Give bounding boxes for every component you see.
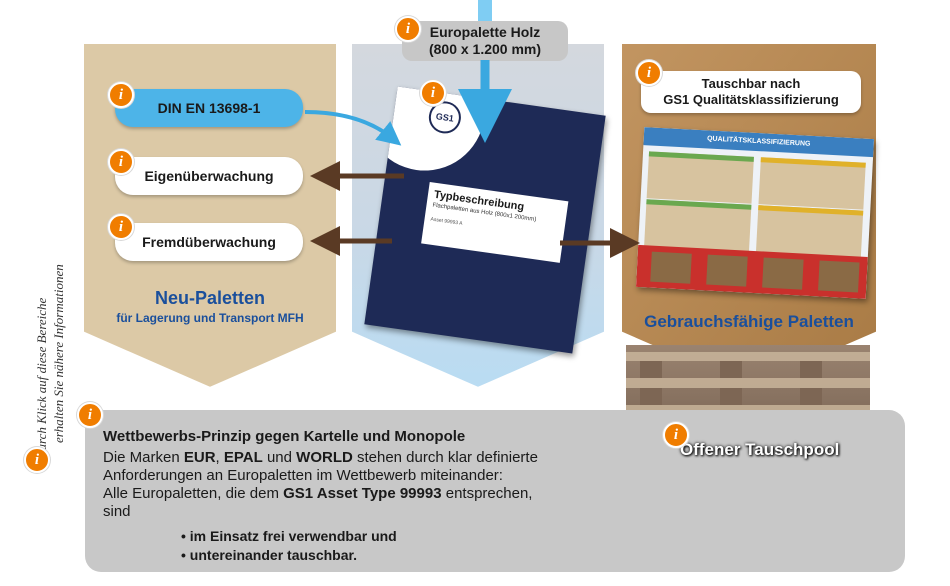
offener-tauschpool-label[interactable]: Offener Tauschpool	[680, 440, 840, 459]
tauschbar-line2: GS1 Qualitätsklassifizierung	[663, 92, 839, 107]
wettbewerb-bullets: • im Einsatz frei verwendbar und • unter…	[103, 527, 623, 565]
legend-info-icon: i	[24, 447, 50, 473]
neu-paletten-heading: Neu-Paletten	[154, 288, 266, 308]
top-label-line1: Europalette Holz	[429, 24, 541, 40]
p1-und: und	[262, 449, 297, 466]
wettbewerb-text-block: Wettbewerbs-Prinzip gegen Kartelle und M…	[103, 428, 623, 565]
neu-paletten-subtitle: für Lagerung und Transport MFH	[116, 311, 304, 325]
bullet-2-text: untereinander tauschbar.	[189, 547, 358, 563]
brand-world: WORLD	[296, 449, 353, 466]
bullet-item: • im Einsatz frei verwendbar und	[181, 528, 397, 544]
eigenueberwachung-pill[interactable]: Eigenüberwachung	[115, 157, 303, 195]
tauschbar-line1: Tauschbar nach	[701, 76, 801, 91]
top-label-box[interactable]: Europalette Holz (800 x 1.200 mm)	[402, 21, 568, 61]
brand-epal: EPAL	[223, 449, 263, 466]
wettbewerb-heading: Wettbewerbs-Prinzip gegen Kartelle und M…	[103, 428, 466, 445]
din-info-icon[interactable]: i	[108, 82, 134, 108]
gebrauchsfaehige-title[interactable]: Gebrauchsfähige Paletten	[644, 312, 854, 331]
document-info-icon[interactable]: i	[420, 80, 446, 106]
top-blue-bar	[478, 0, 492, 24]
tauschbar-badge[interactable]: Tauschbar nach GS1 Qualitätsklassifizier…	[641, 71, 861, 113]
neu-paletten-title[interactable]: Neu-Paletten für Lagerung und Transport …	[90, 288, 330, 325]
quality-classification-poster[interactable]: QUALITÄTSKLASSIFIZIERUNG	[635, 127, 875, 299]
p1-text-a: Die Marken	[103, 449, 184, 466]
wettbewerb-info-icon[interactable]: i	[77, 402, 103, 428]
bullet-1-text: im Einsatz frei verwendbar und	[189, 528, 397, 544]
tauschbar-info-icon[interactable]: i	[636, 60, 662, 86]
p1-sep: ,	[215, 449, 224, 466]
poster-grid	[644, 151, 866, 258]
din-en-13698-pill[interactable]: DIN EN 13698-1	[115, 89, 303, 127]
p2-text-a: Alle Europaletten, die dem	[103, 485, 284, 502]
wettbewerb-paragraph1: Die Marken EUR, EPAL und WORLD stehen du…	[103, 449, 623, 485]
wettbewerb-paragraph2: Alle Europaletten, die dem GS1 Asset Typ…	[103, 485, 623, 503]
p1-text-b: stehen durch klar definierte Anforderung…	[103, 449, 538, 484]
fremdueberwachung-label: Fremdüberwachung	[142, 234, 276, 250]
top-label-info-icon[interactable]: i	[395, 16, 421, 42]
pool-info-icon[interactable]: i	[663, 422, 689, 448]
bottom-info-box[interactable]	[85, 410, 905, 572]
brand-eur: EUR	[183, 449, 216, 466]
din-en-13698-label: DIN EN 13698-1	[157, 100, 261, 116]
p2-text-b: entsprechen,	[441, 485, 533, 502]
type-description-document[interactable]: GS1 Typbeschreibung Flachpaletten aus Ho…	[364, 86, 606, 354]
top-label-line2: (800 x 1.200 mm)	[428, 41, 542, 57]
eigenueberwachung-label: Eigenüberwachung	[144, 168, 274, 184]
fremd-info-icon[interactable]: i	[108, 214, 134, 240]
wettbewerb-paragraph3: sind	[103, 503, 131, 520]
gs1-asset-type: GS1 Asset Type 99993	[283, 485, 442, 502]
gs1-logo-text: GS1	[435, 111, 455, 124]
eigen-info-icon[interactable]: i	[108, 149, 134, 175]
bullet-item: • untereinander tauschbar.	[181, 547, 358, 563]
document-label-card: Typbeschreibung Flachpaletten aus Holz (…	[421, 181, 569, 263]
left-panel-shape[interactable]	[80, 40, 340, 392]
fremdueberwachung-pill[interactable]: Fremdüberwachung	[115, 223, 303, 261]
